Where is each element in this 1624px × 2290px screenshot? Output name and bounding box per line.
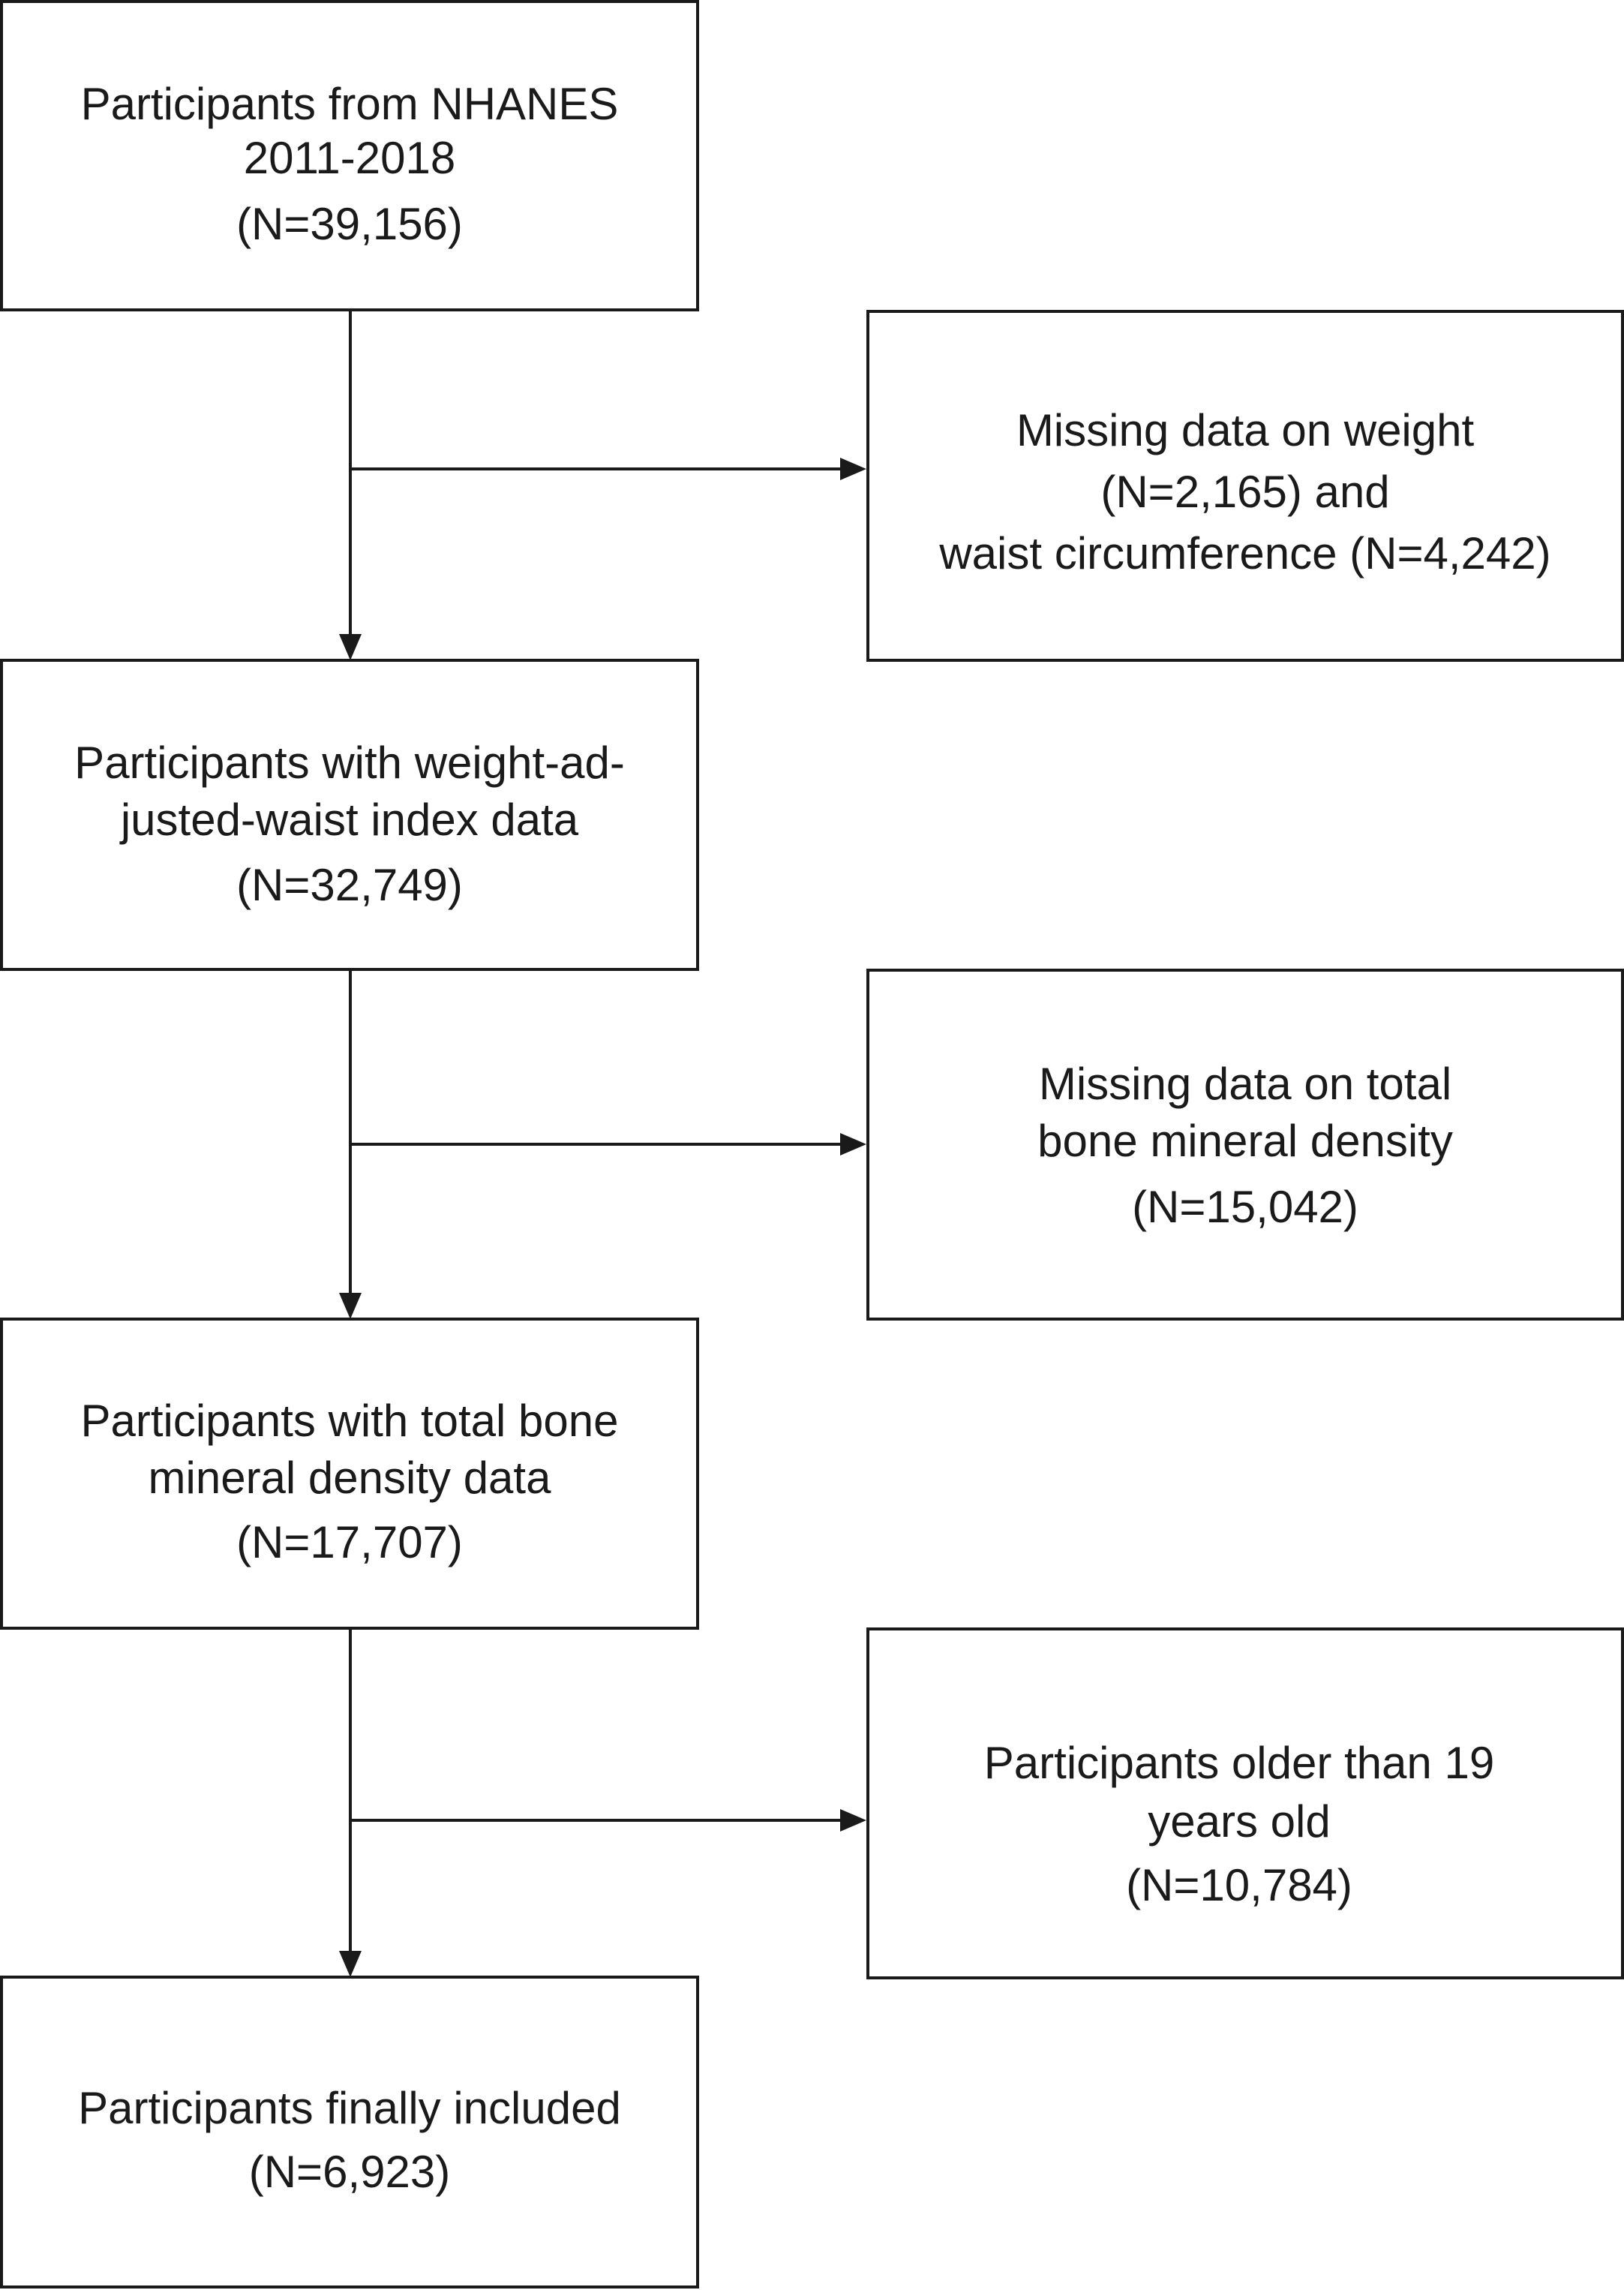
arrowhead-step2 — [339, 634, 362, 660]
arrowhead-exclusion-3 — [840, 1809, 866, 1832]
step-3-line-2: mineral density data — [149, 1453, 552, 1503]
step-1-line-2: 2011-2018 — [244, 133, 455, 183]
step-4-line-2: (N=6,923) — [249, 2147, 450, 2197]
step-box-2: Participants with weight-ad- justed-wais… — [0, 659, 699, 971]
exclusion-box-3: Participants older than 19 years old (N=… — [866, 1627, 1624, 1979]
step-box-3: Participants with total bone mineral den… — [0, 1318, 699, 1630]
exclusion-1-line-2: (N=2,165) and — [1100, 467, 1389, 517]
exclusion-3-line-3: (N=10,784) — [1126, 1860, 1352, 1910]
arrowhead-exclusion-1 — [840, 458, 866, 480]
exclusion-3-line-1: Participants older than 19 — [984, 1738, 1494, 1788]
exclusion-2-line-1: Missing data on total — [1039, 1059, 1451, 1109]
step-box-1: Participants from NHANES 2011-2018 (N=39… — [0, 0, 699, 311]
exclusion-2-line-2: bone mineral density — [1037, 1116, 1453, 1166]
step-2-line-3: (N=32,749) — [236, 860, 463, 910]
step-1-line-3: (N=39,156) — [236, 199, 463, 249]
exclusion-1-line-1: Missing data on weight — [1016, 405, 1475, 455]
exclusion-1-line-3: waist circumference (N=4,242) — [938, 528, 1550, 579]
exclusion-2-line-3: (N=15,042) — [1132, 1182, 1358, 1232]
arrowhead-step4 — [339, 1951, 362, 1977]
step-4-line-1: Participants finally included — [78, 2083, 621, 2133]
step-1-line-1: Participants from NHANES — [81, 79, 619, 129]
step-3-line-1: Participants with total bone — [80, 1396, 618, 1446]
step-2-line-1: Participants with weight-ad- — [74, 738, 625, 788]
step-3-line-3: (N=17,707) — [236, 1517, 463, 1567]
arrowhead-step3 — [339, 1293, 362, 1319]
exclusion-box-1: Missing data on weight (N=2,165) and wai… — [866, 310, 1624, 662]
exclusion-box-2: Missing data on total bone mineral densi… — [866, 969, 1624, 1321]
arrowhead-exclusion-2 — [840, 1133, 866, 1156]
exclusion-3-line-2: years old — [1148, 1796, 1330, 1847]
step-box-4: Participants finally included (N=6,923) — [0, 1976, 699, 2288]
step-2-line-2: justed-waist index data — [119, 795, 579, 845]
